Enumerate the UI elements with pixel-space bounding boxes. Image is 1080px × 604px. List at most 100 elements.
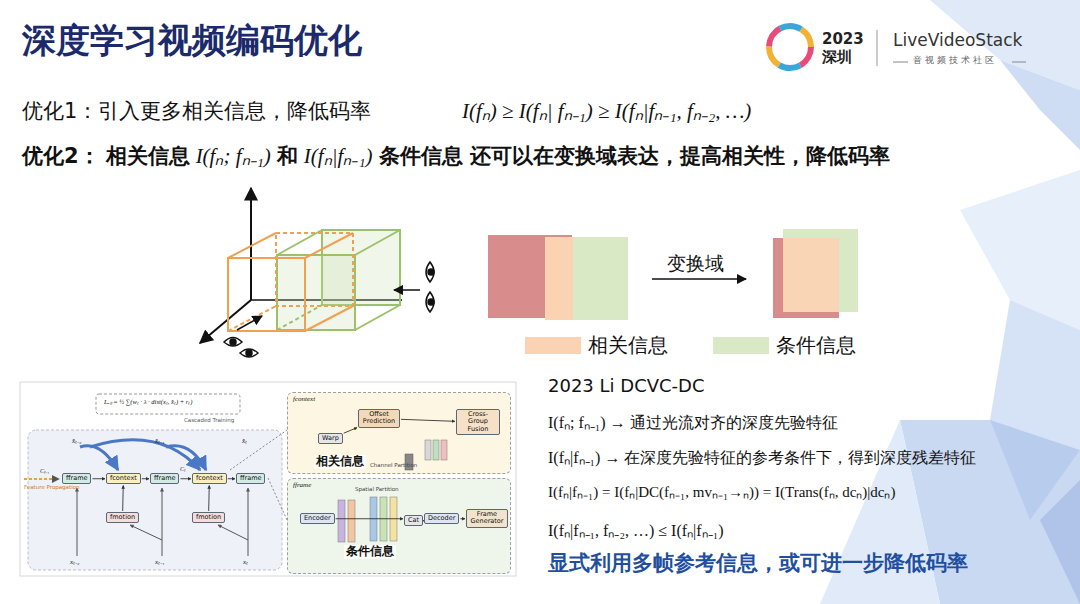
connector <box>344 428 357 434</box>
svg-rect <box>20 382 516 576</box>
eye-icons <box>224 262 434 357</box>
box-text: fframe <box>66 475 87 482</box>
text-label: Channel Partition <box>370 462 417 469</box>
connector <box>460 518 465 519</box>
text-label: Cₜ₋₁ <box>40 468 49 475</box>
text-label: 2023 <box>822 30 864 48</box>
svg-rect <box>277 255 355 330</box>
text-label: 深圳 <box>822 48 852 66</box>
process-box: fcontext <box>192 473 227 484</box>
svg-line <box>355 305 400 330</box>
text-label: xₜ₋₁ <box>155 558 165 566</box>
svg-path <box>90 440 200 470</box>
svg-line <box>268 478 287 520</box>
svg-line <box>230 430 287 470</box>
legend-swatch <box>525 337 581 354</box>
svg-line <box>394 289 420 291</box>
svg-circle <box>769 26 811 68</box>
box-text: Warp <box>322 435 339 442</box>
module-panel: fframe条件信息EncoderCatDecoderFrame Generat… <box>287 478 511 574</box>
svg-line <box>130 525 162 540</box>
process-box: Offset Prediction <box>358 409 400 428</box>
text-label: xₜ <box>243 558 248 566</box>
svg-path <box>240 349 258 357</box>
text-label: I(fₙ|fₙ₋₁) → 在深度先验特征的参考条件下，得到深度残差特征 <box>548 448 976 467</box>
legend-text: 条件信息 <box>776 333 856 357</box>
text-row: 优化2：相关信息I(fₙ; fₙ₋₁)和I(fₙ|fₙ₋₁)条件信息 还可以在变… <box>22 144 890 169</box>
svg-rect <box>276 233 353 306</box>
svg-line <box>248 488 249 556</box>
svg-line <box>237 316 262 330</box>
svg-line <box>228 233 276 258</box>
text-label: I(fₙ|fₙ₋₁) <box>304 144 373 169</box>
box-text: fcontext <box>196 475 223 482</box>
text-label: 条件信息 还可以在变换域表达，提高相关性，降低码率 <box>379 144 890 169</box>
connector <box>228 478 235 479</box>
text-label: 和 <box>277 144 298 169</box>
svg-circle <box>428 269 434 275</box>
process-box: Frame Generator <box>466 509 508 528</box>
text-label: 相关信息 <box>106 144 190 169</box>
svg-circle <box>246 350 252 356</box>
box-text: fmotion <box>110 514 135 521</box>
network-figure <box>20 382 516 576</box>
svg-rect <box>96 394 240 414</box>
svg-line <box>218 525 248 540</box>
svg-rect <box>348 500 355 542</box>
connector <box>142 478 149 479</box>
legend-swatch <box>713 337 769 354</box>
text-label: Cascaded Training <box>184 417 234 424</box>
text-label: I(fₙ; fₙ₋₁) <box>196 144 271 169</box>
svg-rect <box>573 237 628 320</box>
text-label: LiveVideoStack <box>893 30 1022 50</box>
text-label: 变换域 <box>667 252 724 275</box>
svg-path <box>224 338 242 347</box>
svg-path <box>166 446 206 470</box>
box-text: Cat <box>408 517 419 524</box>
svg-polygon <box>1040 480 1080 604</box>
box-text: Cross-Group Fusion <box>460 411 496 433</box>
box-text: Encoder <box>304 515 331 522</box>
text-label: 优化2： <box>22 144 100 169</box>
svg-rect <box>433 440 439 460</box>
cube-illustration <box>200 188 420 343</box>
text-label: I(fₙ; fₙ₋₁) → 通过光流对齐的深度先验特征 <box>548 413 838 432</box>
process-box: Cross-Group Fusion <box>456 409 500 435</box>
process-box: fmotion <box>106 512 139 523</box>
text-label: 音视频技术社区 <box>913 55 997 66</box>
svg-rect <box>287 478 511 574</box>
transform-squares <box>488 229 858 320</box>
svg-line <box>893 62 908 63</box>
process-box: fframe <box>150 473 179 484</box>
text-label: Feature Propagation <box>24 484 80 491</box>
svg-line <box>162 488 163 556</box>
process-box: fframe <box>236 473 265 484</box>
svg-line <box>228 306 276 331</box>
svg-line <box>305 306 353 331</box>
svg-path <box>426 292 434 312</box>
svg-rect <box>28 430 282 570</box>
panel-tag: 相关信息 <box>314 455 366 469</box>
box-text: fframe <box>240 475 261 482</box>
svg-line <box>305 233 353 258</box>
text-label: 2023 Li DCVC-DC <box>548 375 705 397</box>
text-label: Spatial Partition <box>355 486 399 493</box>
text-label: x̂ₜ <box>242 437 247 445</box>
svg-rect <box>338 500 345 542</box>
text-label: I(fₙ|fₙ₋₁) = I(fₙ|DC(fₙ₋₁, mvₙ₋₁→ₙ)) = I… <box>548 483 895 501</box>
text-label: I(fₙ|fₙ₋₁, fₙ₋₂, …) ≤ I(fₙ|fₙ₋₁) <box>548 521 724 540</box>
svg-rect <box>228 258 305 331</box>
panel-heading: fcontext <box>293 395 315 403</box>
connector <box>336 518 403 519</box>
text-label: x̂ₜ₋₁ <box>155 437 165 445</box>
connector <box>92 478 105 479</box>
svg-circle <box>230 339 236 345</box>
svg-line <box>1012 62 1026 63</box>
svg-circle <box>428 299 434 305</box>
connector <box>122 485 124 511</box>
box-text: fcontext <box>110 475 137 482</box>
svg-line <box>355 230 400 255</box>
